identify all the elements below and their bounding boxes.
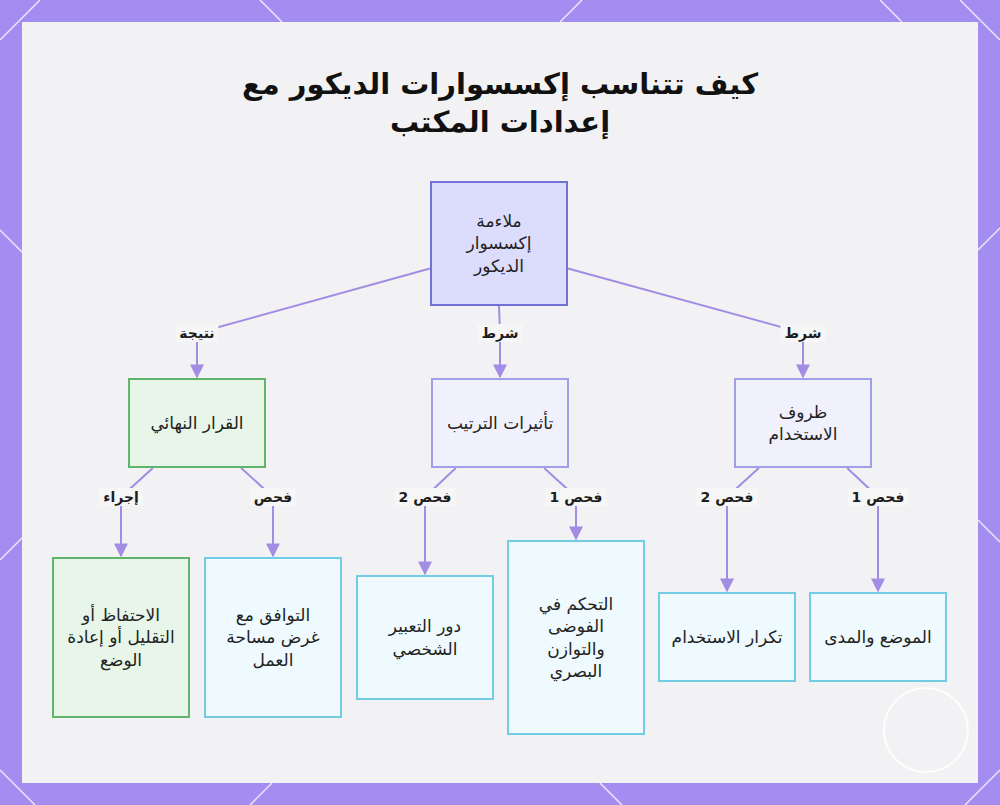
action-box: الاحتفاظ أو التقليل أو إعادة الوضع xyxy=(52,557,190,718)
frame-line xyxy=(0,230,25,255)
check-box: دور التعبير الشخصي xyxy=(356,575,494,700)
frame-line xyxy=(0,535,25,560)
edge-label: فحص 1 xyxy=(546,488,607,506)
edge-label: شرط xyxy=(477,324,522,342)
edge-label: نتيجة xyxy=(175,324,218,342)
connector xyxy=(197,269,430,378)
result-box: القرار النهائي xyxy=(128,378,266,468)
frame-line xyxy=(560,0,582,22)
frame-line xyxy=(600,783,622,805)
node-label: الموضع والمدى xyxy=(814,618,942,656)
diagram-title: كيف تتناسب إكسسوارات الديكور مع إعدادات … xyxy=(230,66,770,141)
edge-label: شرط xyxy=(780,324,825,342)
node-label: تأثيرات الترتيب xyxy=(437,404,563,442)
root-box: ملاءمة إكسسوار الديكور xyxy=(430,181,568,306)
frame-line xyxy=(260,0,282,22)
connector xyxy=(568,269,803,378)
node-label: التحكم في الفوضى والتوازن البصري xyxy=(509,585,643,689)
frame-line xyxy=(978,520,1000,542)
node-label: القرار النهائي xyxy=(140,404,253,442)
check-box: التحكم في الفوضى والتوازن البصري xyxy=(507,540,645,735)
condition-box: تأثيرات الترتيب xyxy=(431,378,569,468)
connector xyxy=(121,468,153,556)
panel xyxy=(22,22,978,783)
node-label: دور التعبير الشخصي xyxy=(358,607,492,667)
node-label: التوافق مع غرض مساحة العمل xyxy=(206,596,340,678)
edge-label: فحص 2 xyxy=(395,488,456,506)
node-label: ظروف الاستخدام xyxy=(736,393,870,453)
edge-label: فحص 1 xyxy=(848,488,909,506)
edge-label: إجراء xyxy=(99,488,143,506)
panel-shade xyxy=(22,22,978,783)
node-label: الاحتفاظ أو التقليل أو إعادة الوضع xyxy=(54,596,188,678)
check-box: الموضع والمدى xyxy=(809,592,947,682)
node-label: ملاءمة إكسسوار الديكور xyxy=(432,202,566,284)
connector xyxy=(847,468,878,591)
frame-line xyxy=(250,783,272,805)
check-box: تكرار الاستخدام xyxy=(658,592,796,682)
connector xyxy=(727,468,759,591)
logo-mark xyxy=(884,688,968,772)
condition-box: ظروف الاستخدام xyxy=(734,378,872,468)
node-label: تكرار الاستخدام xyxy=(662,618,793,656)
frame-line xyxy=(880,0,902,22)
edge-label: فحص xyxy=(250,488,296,506)
connector xyxy=(241,468,273,556)
check-box: التوافق مع غرض مساحة العمل xyxy=(204,557,342,718)
frame-line xyxy=(978,228,1000,250)
connector xyxy=(425,468,456,574)
edge-label: فحص 2 xyxy=(697,488,758,506)
